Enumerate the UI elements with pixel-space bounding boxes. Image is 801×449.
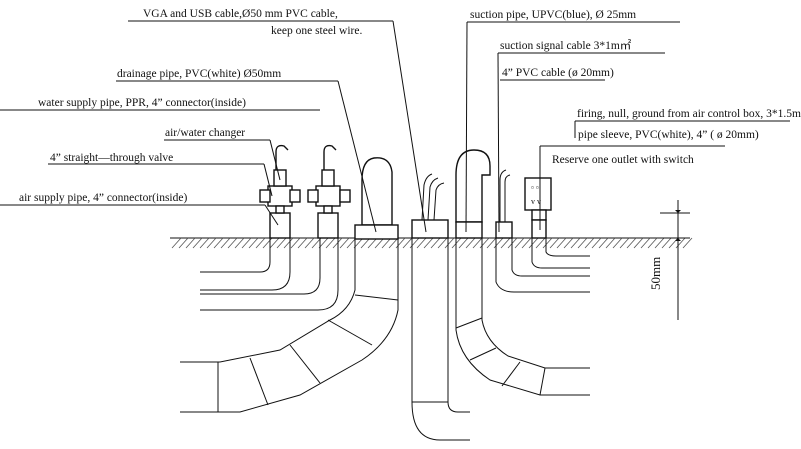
water-supply-label: water supply pipe, PPR, 4” connector(ins…	[38, 97, 246, 109]
pvc-cable-label: 4” PVC cable (ø 20mm)	[502, 67, 614, 79]
suction-signal-label: suction signal cable 3*1m㎡	[500, 39, 632, 52]
leader-lines	[0, 20, 790, 233]
outlet-with-switch: ▫ ▫ v v	[524, 177, 590, 269]
reserve-outlet-label: Reserve one outlet with switch	[552, 154, 694, 166]
pipe-sleeve-label: pipe sleeve, PVC(white), 4” ( ø 20mm)	[578, 129, 759, 141]
drainage-label: drainage pipe, PVC(white) Ø50mm	[117, 68, 281, 80]
labels: VGA and USB cable,Ø50 mm PVC cable, keep…	[19, 8, 801, 204]
vga-usb-label-line1: VGA and USB cable,Ø50 mm PVC cable,	[143, 8, 338, 20]
air-water-changer-label: air/water changer	[165, 127, 245, 139]
suction-pipe	[455, 149, 590, 396]
dimension-label: 50mm	[648, 257, 663, 290]
vga-usb-cable-pipe	[411, 173, 470, 441]
left-buried-pipes	[200, 238, 339, 311]
svg-text:v v: v v	[531, 197, 541, 206]
ground-surface	[170, 237, 693, 249]
svg-text:▫ ▫: ▫ ▫	[531, 183, 539, 192]
straight-valve-label: 4” straight—through valve	[50, 152, 173, 164]
suction-pipe-label: suction pipe, UPVC(blue), Ø 25mm	[470, 9, 636, 21]
dimension-marker: 50mm	[648, 200, 690, 320]
firing-label: firing, null, ground from air control bo…	[577, 107, 801, 120]
suction-signal-cable	[495, 169, 590, 293]
valve-assembly-right	[307, 144, 351, 239]
vga-usb-label-line2: keep one steel wire.	[271, 25, 362, 37]
valve-assembly-left	[259, 144, 301, 239]
air-supply-label: air supply pipe, 4” connector(inside)	[19, 192, 187, 204]
